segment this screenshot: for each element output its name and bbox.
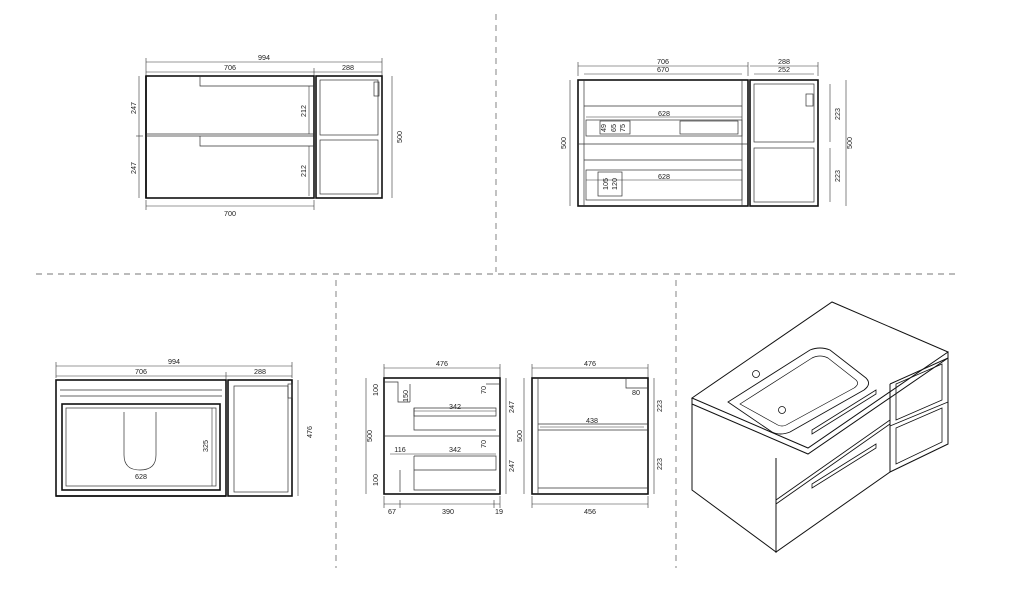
dim-shelf-inner: 252	[778, 65, 790, 74]
dim-lower-drawer-depth: 342	[449, 445, 461, 454]
dim-shelf-side-depth: 476	[584, 359, 596, 368]
dim-lower-height: 247	[507, 460, 516, 472]
shelf-side-view: 476 80 438 500 223 223 456	[515, 359, 664, 516]
front-view: 994 706 288 247 247 212 212 500 700	[129, 53, 404, 218]
dim-shelf-upper: 223	[833, 108, 842, 120]
dim-bottom-rail: 100	[371, 474, 380, 486]
dim-height-left: 500	[559, 137, 568, 149]
dim-slot-49: 49	[599, 124, 608, 132]
dim-top-shelf: 288	[254, 367, 266, 376]
dim-side-depth: 476	[436, 359, 448, 368]
dim-drawer-section: 706	[224, 63, 236, 72]
dim-upper-front: 212	[299, 105, 308, 117]
dim-side-height: 500	[365, 430, 374, 442]
dim-slot-120: 120	[610, 178, 619, 190]
dim-drawer-side: 150	[401, 390, 410, 402]
dim-top-drawer: 706	[135, 367, 147, 376]
dim-slot-65: 65	[609, 124, 618, 132]
dim-upper-tray: 628	[658, 109, 670, 118]
top-view: 994 706 288 628 325 476	[55, 357, 314, 497]
dim-slot-75: 75	[618, 124, 627, 132]
dim-top-total: 994	[168, 357, 180, 366]
dim-inner-width: 670	[657, 65, 669, 74]
dim-bottom-front: 67	[388, 507, 396, 516]
dim-top-depth: 476	[305, 426, 314, 438]
dim-front-offset: 116	[394, 445, 405, 454]
dim-slot-105: 105	[601, 178, 610, 190]
dim-lower-drawer: 247	[129, 162, 138, 174]
dim-shelf-side-lower: 223	[655, 458, 664, 470]
dim-shelf-section: 288	[342, 63, 354, 72]
dim-mid-gap: 70	[479, 440, 488, 448]
dim-basin-depth: 325	[201, 440, 210, 452]
dim-upper-height: 247	[507, 401, 516, 413]
dim-lower-front: 212	[299, 165, 308, 177]
dim-height: 500	[395, 131, 404, 143]
dim-total-width: 994	[258, 53, 270, 62]
drawer-front-view: 706 670 288 252 628 49 65 75 628 105 120…	[559, 57, 854, 207]
sheet-dividers	[36, 14, 958, 568]
dim-height-right: 500	[845, 137, 854, 149]
dim-base-depth: 456	[584, 507, 596, 516]
dim-shelf-depth: 438	[586, 416, 598, 425]
dim-bottom-middle: 390	[442, 507, 454, 516]
dim-shelf-outer: 288	[778, 57, 790, 66]
dim-upper-drawer: 247	[129, 102, 138, 114]
dim-top-rail: 100	[371, 384, 380, 396]
dim-shelf-lower: 223	[833, 170, 842, 182]
dim-base-width: 700	[224, 209, 236, 218]
dim-bottom-back: 19	[495, 507, 503, 516]
dim-top-gap: 70	[479, 386, 488, 394]
dim-basin-width: 628	[135, 472, 147, 481]
dim-upper-drawer-depth: 342	[449, 402, 461, 411]
dim-lower-tray: 628	[658, 172, 670, 181]
dim-shelf-side-upper: 223	[655, 400, 664, 412]
side-section-view: 476 100 70 150 342 70 342 116 100 500 24…	[365, 359, 516, 516]
dim-notch: 80	[632, 388, 640, 397]
dim-shelf-side-height: 500	[515, 430, 524, 442]
dim-outer-width: 706	[657, 57, 669, 66]
isometric-view	[690, 301, 950, 553]
